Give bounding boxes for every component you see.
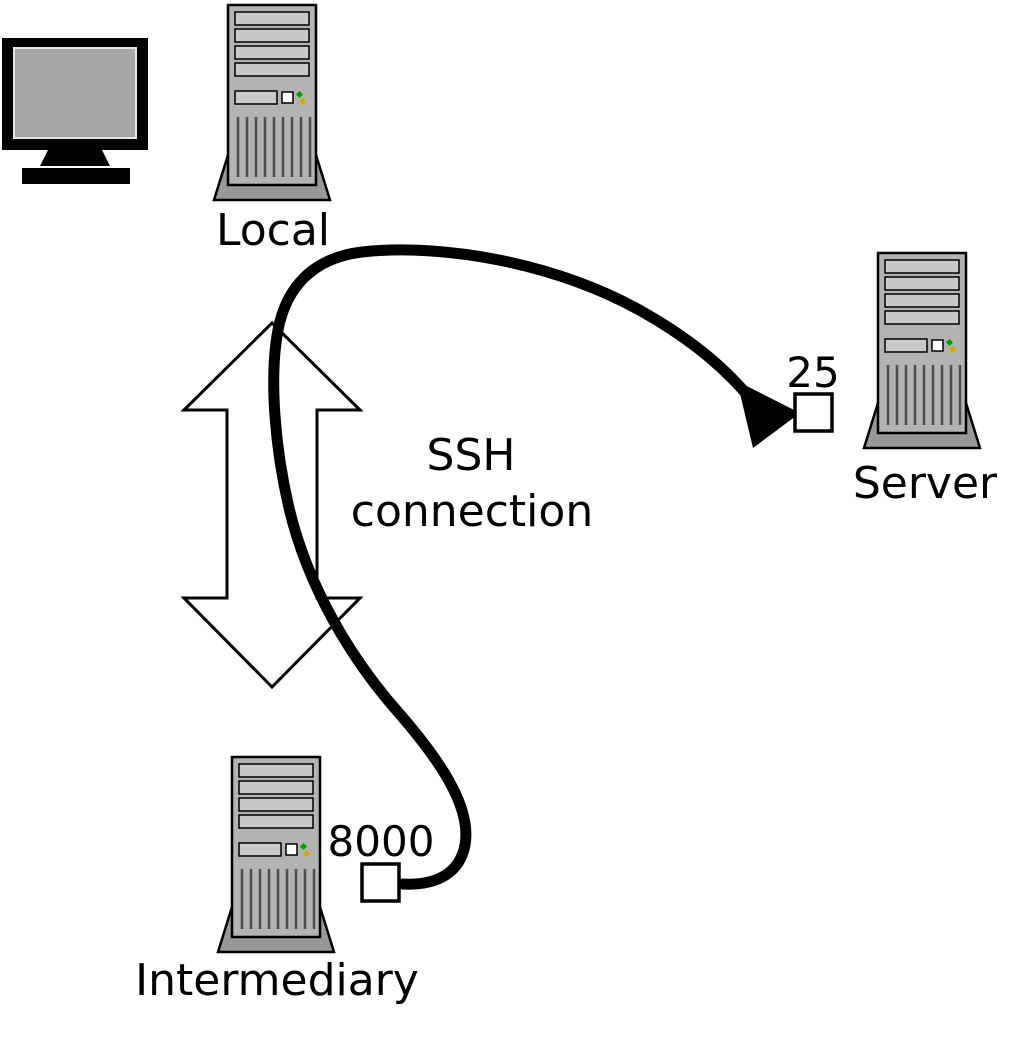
local-computer-icon xyxy=(212,3,332,202)
intermediary-label: Intermediary xyxy=(135,955,419,1006)
local-label: Local xyxy=(216,205,330,256)
intermediary-port-label: 8000 xyxy=(328,817,435,866)
ssh-connection-label-line1: SSH xyxy=(427,430,516,481)
forwarded-connection-line xyxy=(268,244,756,890)
server-port-box xyxy=(793,392,834,433)
server-computer-icon xyxy=(862,251,982,450)
server-port-label: 25 xyxy=(786,348,839,397)
crt-monitor-icon xyxy=(2,38,148,184)
intermediary-port-box xyxy=(360,862,401,903)
server-label: Server xyxy=(853,458,998,509)
monitor-neck xyxy=(40,150,110,166)
forwarded-connection-arrowhead xyxy=(737,381,800,448)
ssh-connection-label-line2: connection xyxy=(351,486,593,537)
intermediary-computer-icon xyxy=(216,755,336,954)
monitor-screen xyxy=(13,47,137,139)
monitor-base xyxy=(22,168,130,184)
